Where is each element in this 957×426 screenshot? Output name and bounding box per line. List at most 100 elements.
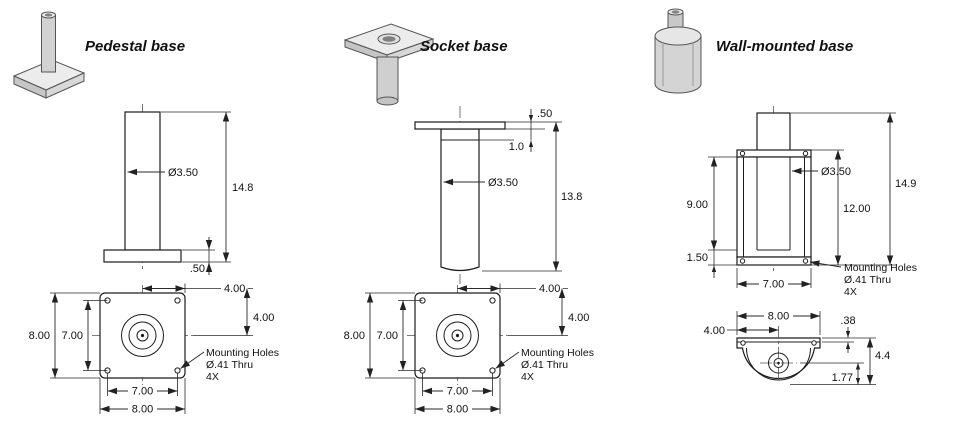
socket-hub-middle bbox=[443, 321, 472, 350]
socket-collar-dim: 1.0 bbox=[479, 139, 534, 153]
pedestal-cylinder bbox=[124, 111, 161, 251]
pedestal-hub-outer bbox=[121, 314, 164, 357]
wall-icon-shell-top bbox=[654, 26, 702, 46]
wall-note-line3: 4X bbox=[844, 286, 857, 298]
pedestal-note-line2: Ø.41 Thru bbox=[206, 359, 253, 371]
wall-icon-tube-hole bbox=[671, 10, 680, 14]
socket-plate-width-dim: 8.00 bbox=[414, 378, 501, 416]
wall-body-span-label: 9.00 bbox=[687, 199, 708, 211]
socket-title: Socket base bbox=[420, 38, 508, 55]
wall-hub-center bbox=[777, 361, 780, 365]
wall-screw bbox=[802, 258, 809, 264]
pedestal-plate-height-dim: 8.00 bbox=[29, 292, 100, 379]
socket-icon-hole bbox=[382, 36, 396, 42]
wall-bottom-flange bbox=[736, 256, 812, 266]
socket-half-width-dim: 4.00 bbox=[457, 283, 568, 295]
socket-height-dim: 13.8 bbox=[482, 122, 582, 272]
pedestal-hole-spacing-v-label: 7.00 bbox=[62, 330, 83, 342]
socket-icon-tube bbox=[376, 56, 399, 102]
wall-base-thickness-dim: 1.50 bbox=[687, 250, 737, 278]
wall-half-width-label: 4.00 bbox=[704, 325, 725, 337]
wall-top-width-dim: 8.00 bbox=[736, 310, 821, 335]
wall-screw bbox=[739, 258, 746, 264]
socket-plate-width-label: 8.00 bbox=[447, 404, 468, 416]
pedestal-half-width-label: 4.00 bbox=[224, 283, 245, 295]
wall-section: Wall-mounted base 9.00 bbox=[654, 8, 917, 385]
wall-bracket-screw bbox=[811, 340, 817, 346]
socket-mounting-holes-note: Mounting Holes Ø.41 Thru 4X bbox=[495, 347, 594, 383]
pedestal-mounting-hole bbox=[174, 297, 181, 304]
pedestal-hole-spacing-v-dim: 7.00 bbox=[62, 300, 108, 371]
socket-hole-spacing-v-dim: 7.00 bbox=[377, 300, 423, 371]
wall-half-width-dim: 4.00 bbox=[704, 325, 779, 337]
wall-width-label: 7.00 bbox=[763, 279, 784, 291]
pedestal-title: Pedestal base bbox=[85, 38, 185, 55]
socket-height-label: 13.8 bbox=[561, 191, 582, 203]
socket-hub-outer bbox=[436, 314, 479, 357]
socket-mounting-hole bbox=[489, 367, 496, 374]
pedestal-icon-tube-hole bbox=[44, 13, 53, 17]
pedestal-mounting-hole bbox=[174, 367, 181, 374]
socket-mounting-hole bbox=[489, 297, 496, 304]
socket-tube bbox=[440, 128, 480, 272]
socket-hub-bore bbox=[451, 329, 464, 342]
wall-bracket-screw bbox=[740, 340, 746, 346]
socket-plate-thickness-dim: .50 bbox=[505, 108, 562, 140]
wall-hub-bore bbox=[773, 358, 784, 368]
wall-diameter-label: Ø3.50 bbox=[821, 166, 851, 178]
pedestal-flange-thickness-dim: .50 bbox=[182, 237, 215, 275]
pedestal-front-view: Ø3.50 14.8 .50 bbox=[103, 104, 253, 275]
socket-plate-height-label: 8.00 bbox=[344, 330, 365, 342]
pedestal-note-line3: 4X bbox=[206, 371, 219, 383]
socket-hole-spacing-h-label: 7.00 bbox=[447, 386, 468, 398]
wall-overall-height-dim: 14.9 bbox=[791, 112, 916, 266]
wall-note-line1: Mounting Holes bbox=[844, 262, 917, 274]
pedestal-mounting-holes-note: Mounting Holes Ø.41 Thru 4X bbox=[180, 347, 279, 383]
socket-front-view: .50 1.0 Ø3.50 13.8 bbox=[414, 106, 582, 284]
wall-overall-height-label: 14.9 bbox=[895, 178, 916, 190]
socket-note-line3: 4X bbox=[521, 371, 534, 383]
pedestal-hub-bore bbox=[136, 329, 149, 342]
wall-width-dim: 7.00 bbox=[736, 268, 812, 291]
socket-half-height-dim: 4.00 bbox=[508, 288, 589, 336]
pedestal-hub-middle bbox=[128, 321, 157, 350]
socket-note-line2: Ø.41 Thru bbox=[521, 359, 568, 371]
socket-plate-thickness-label: .50 bbox=[537, 108, 552, 120]
socket-plate-view: 8.00 7.00 4.00 4.00 Mo bbox=[344, 283, 594, 416]
pedestal-section: Pedestal base Ø3.50 14.8 .50 bbox=[12, 11, 279, 416]
wall-body-span-dim: 9.00 bbox=[687, 156, 737, 251]
pedestal-diameter-label: Ø3.50 bbox=[168, 167, 198, 179]
wall-tube bbox=[756, 112, 791, 153]
pedestal-plate-width-label: 8.00 bbox=[132, 404, 153, 416]
pedestal-plate-width-dim: 8.00 bbox=[99, 378, 186, 416]
socket-collar-label: 1.0 bbox=[509, 141, 524, 153]
wall-body-height-label: 12.00 bbox=[843, 203, 871, 215]
wall-flange-thickness-dim: .38 bbox=[822, 315, 876, 353]
socket-hole-spacing-h-dim: 7.00 bbox=[422, 373, 493, 398]
wall-icon-shell bbox=[654, 35, 702, 94]
wall-flange-thickness-label: .38 bbox=[840, 315, 855, 327]
pedestal-isometric-icon bbox=[12, 11, 86, 99]
wall-title: Wall-mounted base bbox=[716, 38, 853, 55]
pedestal-flange-thickness-label: .50 bbox=[190, 263, 205, 275]
wall-depth-label: 4.4 bbox=[875, 350, 890, 362]
pedestal-height-dim: 14.8 bbox=[161, 111, 253, 263]
pedestal-height-label: 14.8 bbox=[232, 182, 253, 194]
wall-screw bbox=[739, 150, 746, 157]
pedestal-plate-view: 8.00 7.00 4.00 4.00 Mo bbox=[29, 283, 279, 416]
wall-front-view: 9.00 1.50 Ø3.50 12.00 14.9 bbox=[687, 106, 917, 298]
wall-hole-offset-dim: 1.77 bbox=[800, 362, 864, 385]
wall-hub-outer bbox=[768, 352, 789, 374]
wall-hole-offset-label: 1.77 bbox=[832, 372, 853, 384]
wall-body bbox=[736, 156, 812, 258]
wall-top-view: 8.00 4.00 .38 4.4 1.77 bbox=[704, 310, 890, 385]
wall-screw bbox=[802, 150, 809, 157]
socket-section: Socket base .50 1.0 Ø3.50 bbox=[343, 23, 594, 416]
pedestal-note-line1: Mounting Holes bbox=[206, 347, 279, 359]
socket-note-line1: Mounting Holes bbox=[521, 347, 594, 359]
socket-hole-spacing-v-label: 7.00 bbox=[377, 330, 398, 342]
wall-base-thickness-label: 1.50 bbox=[687, 252, 708, 264]
pedestal-half-height-dim: 4.00 bbox=[193, 288, 274, 336]
